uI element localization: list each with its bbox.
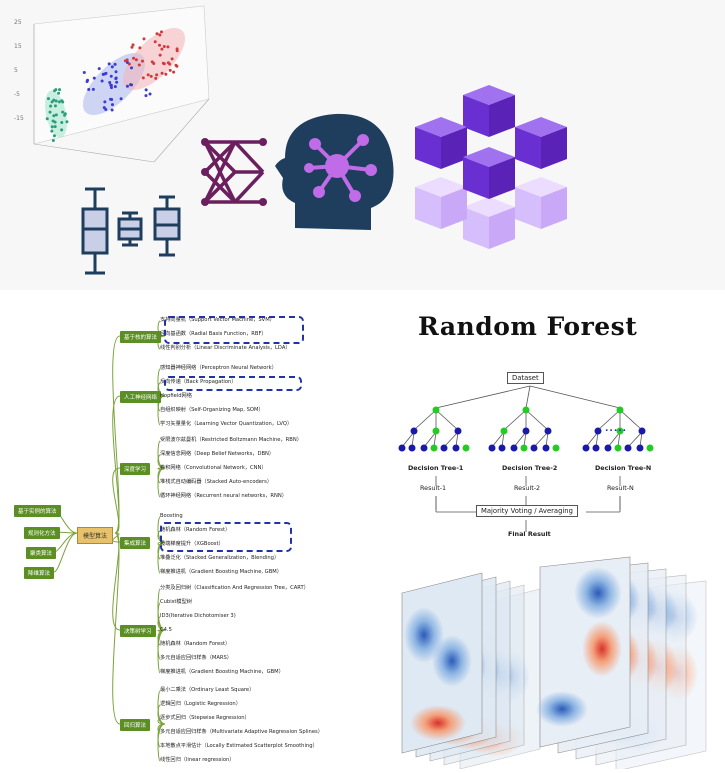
mindmap-leaf: 循环神经网络（Recurrent neural networks，RNN）	[160, 493, 287, 499]
mindmap-leaf: 深度信念网络（Deep Belief Networks，DBN）	[160, 451, 275, 457]
boxplot-icon	[81, 187, 181, 275]
scatter-tick-label: -5	[14, 91, 20, 98]
mindmap-leaf: 梯度推进机（Gradient Boosting Machine，GBM）	[160, 669, 284, 675]
mindmap-panel: 模型算法 基于实例的算法规则化方法聚类算法降维算法 基于核的算法 支持向量机（Supp…	[0, 295, 380, 769]
mindmap-category: 集成算法	[120, 537, 151, 549]
rf-result-1: Result-1	[420, 484, 447, 492]
rf-title: Random Forest	[418, 312, 638, 341]
rf-ellipsis: .....	[605, 424, 628, 434]
mindmap-leaf: 多元自适应回归样条（MARS）	[160, 655, 232, 661]
rf-final-result: Final Result	[508, 530, 551, 538]
mindmap-leaf: 逻辑回归（Logistic Regression）	[160, 701, 241, 707]
mindmap-left-item: 聚类算法	[26, 547, 57, 559]
neural-network-icon	[201, 138, 267, 206]
scatter-tick-label: 25	[14, 19, 22, 26]
random-forest-diagram: Random Forest Dataset ..... Decision Tre…	[390, 300, 725, 545]
mindmap-leaf: ID3(Iterative Dichotomiser 3)	[160, 613, 236, 619]
rf-tree-1-label: Decision Tree-1	[408, 464, 464, 472]
mindmap-leaf: 反向传递（Back Propagation）	[160, 379, 237, 385]
mindmap-leaf: 受限波尔兹曼机（Restricted Boltzmann Machine，RBN…	[160, 437, 302, 443]
rf-result-2: Result-2	[514, 484, 541, 492]
mindmap-leaf: 线性回归（linear regression）	[160, 757, 235, 763]
ai-head-icon	[275, 113, 394, 230]
highlight-box	[160, 522, 292, 552]
scatter-tick-label: 15	[14, 43, 22, 50]
rf-tree-2-label: Decision Tree-2	[502, 464, 558, 472]
mindmap-leaf: 支持向量机（Support Vector Machine，SVM）	[160, 317, 275, 323]
highlight-box	[164, 376, 302, 391]
mindmap-leaf: 自组织映射（Self-Organizing Map, SOM）	[160, 407, 264, 413]
mindmap-leaf: 梯度推进机（Gradient Boosting Machine, GBM）	[160, 569, 282, 575]
mindmap-leaf: 随机森林（Random Forest）	[160, 641, 231, 647]
mindmap-leaf: 随机森林（Random Forest）	[160, 527, 231, 533]
mindmap-category: 人工神经网络	[120, 391, 162, 403]
mindmap-leaf: C4.5	[160, 627, 172, 633]
highlight-box	[164, 316, 304, 344]
rf-tree-n-label: Decision Tree-N	[595, 464, 652, 472]
mindmap-left-item: 降维算法	[24, 567, 55, 579]
mindmap-leaf: 逐步式回归（Stepwise Regression）	[160, 715, 250, 721]
mindmap-leaf: 分类及回归树（Classification And Regression Tre…	[160, 585, 309, 591]
mindmap-left-item: 基于实例的算法	[14, 505, 61, 517]
cubes-icon	[415, 85, 567, 249]
rf-voting-box: Majority Voting / Averaging	[476, 505, 578, 517]
mindmap-leaf: 感知器神经网络（Perceptron Neural Network）	[160, 365, 277, 371]
mindmap-leaf: 径向基函数（Radial Basis Function，RBF）	[160, 331, 267, 337]
top-illustration: 25 15 5 -5 -15	[0, 0, 725, 290]
rf-dataset-box: Dataset	[507, 372, 544, 384]
scatter-tick-label: -15	[14, 115, 24, 122]
mindmap-leaf: 学习矢量量化（Learning Vector Quantization，LVQ）	[160, 421, 293, 427]
mindmap-leaf: 堆叠泛化（Stacked Generalization，Blending）	[160, 555, 280, 561]
scatter-plot-icon: 25 15 5 -5 -15	[14, 5, 210, 163]
mindmap-leaf: Boosting	[160, 513, 183, 519]
mindmap-left-item: 规则化方法	[24, 527, 60, 539]
mindmap-leaf: 极端梯度提升（XGBoost）	[160, 541, 224, 547]
mindmap-leaf: 本地散点平滑估计（Locally Estimated Scatterplot S…	[160, 743, 318, 749]
mindmap-leaf: 卷积网络（Convolutional Network，CNN）	[160, 465, 267, 471]
mindmap-root: 模型算法	[77, 527, 114, 544]
mindmap-category: 回归算法	[120, 719, 151, 731]
heatmap-slices-icon	[400, 555, 725, 772]
mindmap-connectors	[53, 320, 166, 762]
rf-trees	[398, 385, 654, 532]
mindmap-leaf: 多元自适应回归样条（Multivariate Adaptive Regressi…	[160, 729, 323, 735]
scatter-tick-label: 5	[14, 67, 18, 74]
mindmap-leaf: Cubist模型树	[160, 599, 192, 605]
rf-result-n: Result-N	[607, 484, 634, 492]
mindmap-category: 深度学习	[120, 463, 151, 475]
mindmap-leaf: Hopfield网络	[160, 393, 192, 399]
mindmap-category: 基于核的算法	[120, 331, 162, 343]
mindmap-leaf: 线性判别分析（Linear Discriminate Analysis，LDA）	[160, 345, 291, 351]
mindmap-category: 决策树学习	[120, 625, 156, 637]
mindmap-leaf: 最小二乘法（Ordinary Least Square）	[160, 687, 255, 693]
mindmap-leaf: 堆栈式自动编码器（Stacked Auto-encoders）	[160, 479, 273, 485]
